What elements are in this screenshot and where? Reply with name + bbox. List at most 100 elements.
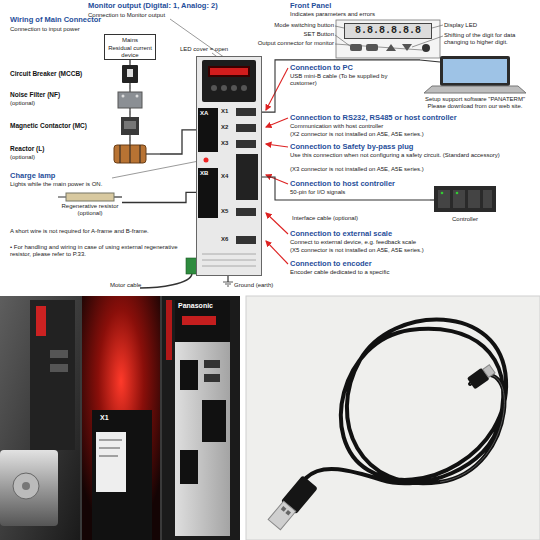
photo-text: X1 bbox=[100, 414, 120, 422]
circuit-breaker-shape bbox=[129, 83, 130, 85]
heading: Front Panel bbox=[290, 2, 390, 11]
note: Interface cable (optional) bbox=[292, 215, 412, 222]
reactor-shape bbox=[114, 145, 146, 163]
node-text: X6 bbox=[221, 236, 236, 243]
driver-photos bbox=[180, 450, 198, 484]
callout: Output connector for monitor bbox=[240, 40, 334, 47]
note: Use this connection when not configuring… bbox=[290, 152, 530, 159]
red-arrows bbox=[266, 68, 288, 264]
servo-driver-shape bbox=[236, 108, 256, 116]
driver-photos bbox=[0, 296, 240, 540]
red-arrows bbox=[266, 144, 288, 147]
pc-laptop-shape bbox=[420, 54, 530, 120]
power-wire bbox=[122, 192, 196, 202]
front-panel bbox=[432, 25, 443, 28]
driver-photos bbox=[162, 296, 240, 540]
driver-photos bbox=[202, 400, 226, 442]
motor-cable bbox=[223, 282, 233, 286]
callout: Shifting of the digit for data changing … bbox=[444, 32, 538, 46]
reactor-shape bbox=[146, 153, 160, 154]
host-controller-shape bbox=[430, 199, 434, 200]
usb-cable-photo bbox=[285, 510, 291, 516]
host-controller-shape bbox=[453, 190, 465, 208]
usb-cable-photo bbox=[306, 320, 506, 484]
servo-driver-shape bbox=[211, 85, 217, 91]
device-box-shape bbox=[105, 35, 156, 60]
regenerative-resistor-shape bbox=[66, 193, 114, 201]
host-controller: Controller bbox=[430, 182, 500, 226]
power-wire bbox=[129, 60, 130, 63]
heading: Wiring of Main Connector bbox=[10, 16, 160, 25]
heading: Connection to external scale bbox=[290, 230, 535, 239]
note: 50-pin for I/O signals bbox=[290, 189, 428, 196]
note: USB mini-B cable (To be supplied by cust… bbox=[290, 73, 415, 87]
driver-photos bbox=[0, 450, 58, 526]
circuit-breaker-shape bbox=[122, 65, 138, 83]
noise-filter-shape bbox=[129, 108, 130, 111]
power-wire bbox=[129, 137, 130, 141]
servo-driver-shape bbox=[197, 57, 262, 276]
power-wire bbox=[129, 111, 130, 115]
node-text: X4 bbox=[221, 173, 236, 180]
cable-label: Motor cable bbox=[110, 282, 170, 289]
usb-cable-photo bbox=[440, 375, 504, 482]
red-arrows bbox=[266, 118, 288, 127]
leader-lines bbox=[170, 19, 228, 60]
note: Encoder cable dedicated to a specific bbox=[290, 269, 530, 276]
driver-photos bbox=[82, 296, 160, 540]
host-controller-shape bbox=[441, 192, 444, 195]
driver-photos bbox=[30, 300, 75, 450]
magnetic-contactor-shape bbox=[129, 135, 130, 137]
pc-laptop-shape bbox=[420, 60, 440, 62]
note: Connect to external device, e.g. feedbac… bbox=[290, 239, 530, 246]
noise-filter-shape bbox=[118, 92, 142, 108]
driver-photos bbox=[36, 306, 46, 336]
callout: Display LED bbox=[444, 22, 534, 29]
note: • For handling and wiring in case of usi… bbox=[10, 244, 180, 258]
servo-driver-shape bbox=[236, 124, 256, 132]
regenerative-resistor-shape bbox=[58, 197, 66, 198]
power-wire bbox=[160, 130, 196, 154]
heading: Connection to Safety by-pass plug bbox=[290, 143, 535, 152]
heading: Connection to host controller bbox=[290, 180, 428, 189]
note: (X2 connector is not installed on A5E, A… bbox=[290, 131, 530, 138]
cable-label: Ground (earth) bbox=[234, 282, 294, 289]
driver-photos bbox=[22, 482, 30, 490]
regenerative-resistor-shape bbox=[114, 196, 122, 197]
node-text: XB bbox=[200, 170, 216, 177]
driver-photos bbox=[13, 473, 39, 499]
usb-cable-photo bbox=[268, 501, 296, 530]
magnetic-contactor: Magnetic Contactor (MC) bbox=[10, 115, 150, 137]
driver-photos bbox=[182, 316, 216, 325]
front-panel bbox=[335, 44, 422, 50]
node-text: X2 bbox=[221, 124, 236, 131]
servo-driver-shape bbox=[231, 85, 237, 91]
servo-driver-shape bbox=[204, 158, 209, 163]
heading: Connection to encoder bbox=[290, 260, 535, 269]
motor-cable bbox=[227, 276, 228, 282]
host-controller-shape bbox=[434, 186, 496, 212]
node-text: Regenerative resistor (optional) bbox=[58, 203, 122, 217]
node-text: Reactor (L) bbox=[10, 145, 110, 152]
red-arrows bbox=[266, 213, 288, 234]
front-panel bbox=[335, 20, 443, 58]
host-controller-shape bbox=[468, 190, 480, 208]
driver-photos bbox=[180, 360, 198, 390]
heading: Connection to RS232, RS485 or host contr… bbox=[290, 114, 535, 123]
node-text: (optional) bbox=[10, 100, 110, 107]
driver-photos bbox=[0, 296, 80, 540]
driver-photos bbox=[50, 350, 68, 358]
front-panel bbox=[402, 44, 412, 51]
regenerative-resistor: Regenerative resistor (optional) bbox=[58, 192, 122, 222]
red-arrows bbox=[266, 241, 288, 264]
note: LED cover = open bbox=[180, 46, 250, 53]
red-arrows bbox=[266, 68, 288, 110]
note: Connection to Monitor output bbox=[88, 12, 238, 19]
note: A short wire is not required for A-frame… bbox=[10, 228, 150, 235]
driver-photos bbox=[96, 432, 126, 492]
driver-photos bbox=[166, 300, 172, 360]
noise-filter: Noise Filter (NF)(optional) bbox=[10, 89, 150, 111]
note: (X5 connector is not installed on A5E, A… bbox=[290, 247, 530, 254]
note: Indicates parameters and errors bbox=[290, 11, 410, 18]
